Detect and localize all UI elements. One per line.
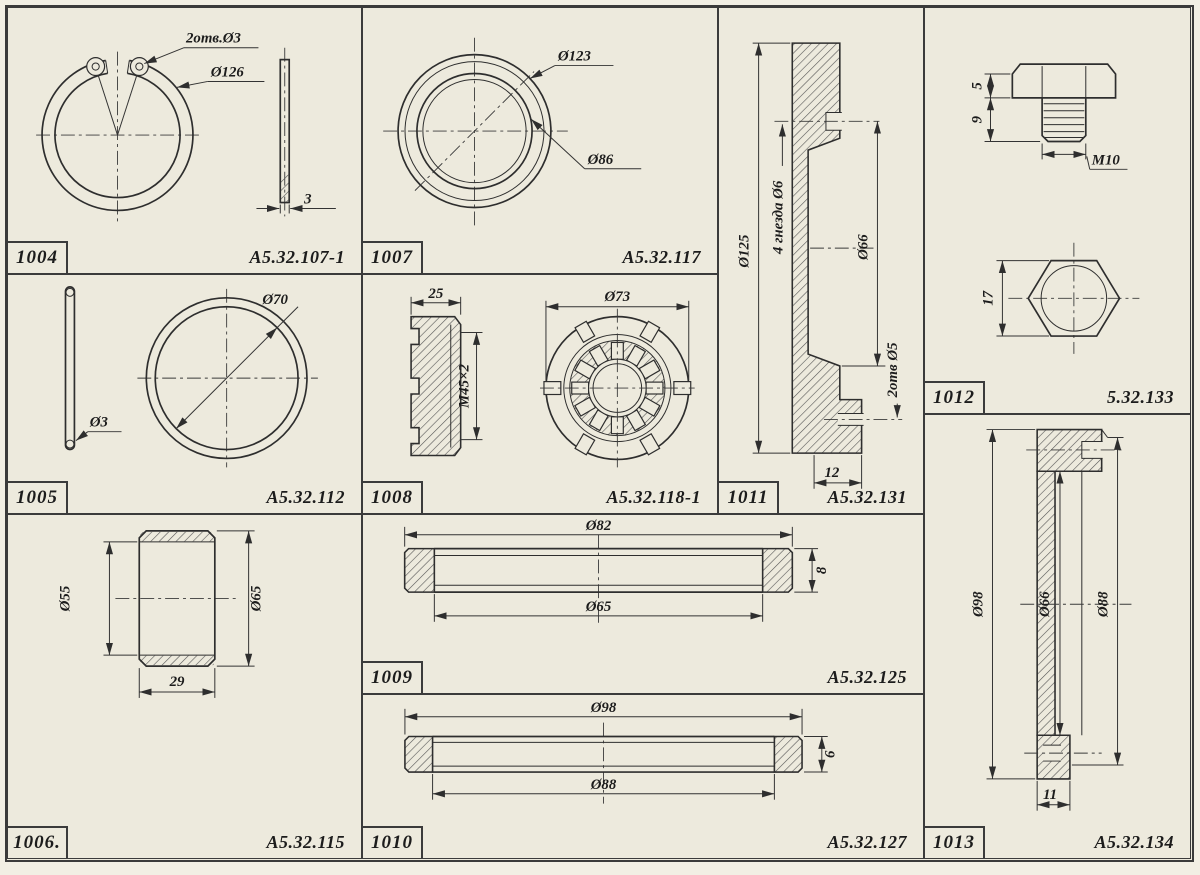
dim-across-flats: 17 [980, 290, 996, 305]
drawing-1007: Ø123 Ø86 [383, 37, 642, 227]
drawing-1013: Ø98 Ø66 Ø88 11 [971, 428, 1132, 811]
drawing-code-1011: А5.32.131 [827, 487, 907, 507]
dim-head-height: 5 [970, 82, 986, 90]
dimensions-1010: Ø98 Ø88 6 [404, 700, 839, 800]
dim-body: Ø88 [1096, 591, 1112, 618]
drawing-code-1010: А5.32.127 [827, 832, 907, 852]
dim-length: 29 [169, 674, 185, 690]
panel-1012: 5 9 М10 17 1012 [924, 7, 1191, 414]
part-number-1009: 1009 [363, 661, 423, 693]
part-number-1007: 1007 [363, 241, 423, 273]
panel-1006: Ø55 Ø65 29 1006. А5.32.115 [7, 514, 362, 859]
wire-side-view: Ø3 [64, 286, 122, 451]
dim-thread: М45×2 [457, 364, 473, 410]
ring-section-view [404, 722, 803, 804]
bolt-hex-view: 17 [980, 242, 1140, 354]
drawing-1006: Ø55 Ø65 29 [58, 530, 265, 698]
panel-1005: Ø3 Ø70 1005 А5.32.112 [7, 274, 362, 514]
drawing-1009: Ø82 Ø65 8 [403, 518, 830, 626]
bushing-section-view [115, 530, 239, 667]
dim-diameter: Ø70 [261, 292, 288, 308]
drawing-sheet: 2отв.Ø3 Ø126 3 1004 А5.32.107-1 [5, 5, 1194, 862]
dimensions-1004: 2отв.Ø3 Ø126 3 [144, 31, 336, 214]
dim-bore: Ø66 [1037, 591, 1053, 618]
dim-height: 8 [814, 566, 830, 574]
dim-outer: Ø73 [604, 289, 631, 305]
dim-thickness: 3 [303, 192, 312, 208]
dim-inner: Ø86 [587, 152, 614, 168]
dim-bore: Ø55 [58, 585, 74, 612]
dimensions-1013: Ø98 Ø66 Ø88 11 [971, 429, 1124, 811]
circlip-side-view [279, 47, 291, 217]
dim-inner: Ø65 [585, 599, 612, 615]
drawing-code-1006: А5.32.115 [266, 832, 345, 852]
part-number-1011: 1011 [719, 481, 779, 513]
flanged-bushing-section [1020, 428, 1132, 780]
ring-front-view [383, 37, 568, 227]
part-number-1005: 1005 [8, 481, 68, 513]
drawing-code-1008: А5.32.118-1 [606, 487, 701, 507]
dim-outer: Ø65 [249, 585, 265, 612]
dim-inner: Ø88 [590, 777, 617, 793]
dim-outer: Ø82 [585, 518, 612, 534]
dim-flange: 12 [824, 465, 839, 481]
part-number-1006: 1006. [8, 826, 68, 858]
dim-wall: 11 [1043, 787, 1057, 803]
drawing-1004: 2отв.Ø3 Ø126 3 [36, 31, 336, 225]
bolt-side-view [1011, 63, 1117, 143]
part-number-1010: 1010 [363, 826, 423, 858]
ring-front-view: Ø70 [137, 288, 318, 468]
dim-wire: Ø3 [89, 415, 109, 431]
panel-1013: Ø98 Ø66 Ø88 11 1013 А5.32.134 [924, 414, 1191, 859]
dimensions-1009: Ø82 Ø65 8 [404, 518, 830, 622]
dim-outer: Ø98 [971, 591, 987, 618]
drawing-1012: 5 9 М10 17 [970, 63, 1140, 354]
drawing-code-1013: А5.32.134 [1094, 832, 1174, 852]
dim-thread: М10 [1091, 152, 1121, 168]
part-number-1008: 1008 [363, 481, 423, 513]
ring-section-view [403, 534, 794, 626]
dim-height: 6 [823, 750, 839, 758]
drawing-code-1007: А5.32.117 [622, 247, 701, 267]
drawing-1008: 25 М45×2 [410, 286, 695, 468]
part-number-1012: 1012 [925, 381, 985, 413]
panel-1009: Ø82 Ø65 8 1009 А5.32.125 [362, 514, 924, 694]
dim-outer: Ø98 [590, 700, 617, 716]
dimensions-1011: Ø125 4 гнезда Ø6 Ø66 2отв Ø5 12 [737, 42, 901, 489]
dim-outer: Ø125 [737, 234, 753, 269]
dimensions-1006: Ø55 Ø65 29 [58, 530, 265, 698]
nut-face-view: Ø73 [540, 289, 695, 468]
drawing-1005: Ø3 Ø70 [64, 286, 318, 468]
dimensions-1007: Ø123 Ø86 [529, 49, 642, 170]
panel-1007: Ø123 Ø86 1007 А5.32.117 [362, 7, 718, 274]
panel-1010: Ø98 Ø88 6 1010 А5.32.127 [362, 694, 924, 859]
part-number-1004: 1004 [8, 241, 68, 273]
panel-1011: Ø125 4 гнезда Ø6 Ø66 2отв Ø5 12 1011 А5.… [718, 7, 924, 514]
panel-1008: 25 М45×2 [362, 274, 718, 514]
part-number-1013: 1013 [925, 826, 985, 858]
drawing-code-1004: А5.32.107-1 [249, 247, 345, 267]
circlip-front-view [36, 51, 203, 225]
drawing-code-1012: 5.32.133 [1107, 387, 1174, 407]
cover-section-view [774, 42, 903, 454]
drawing-code-1005: А5.32.112 [266, 487, 345, 507]
nut-section-view: 25 М45×2 [410, 286, 483, 457]
dim-shank: 9 [970, 115, 986, 123]
dim-outer: Ø123 [557, 49, 592, 65]
dim-holes: 2отв.Ø3 [185, 31, 242, 47]
drawing-1010: Ø98 Ø88 6 [404, 700, 839, 804]
dim-sockets: 4 гнезда Ø6 [770, 180, 786, 255]
dim-middle: Ø66 [856, 234, 872, 261]
dim-outer: Ø126 [210, 64, 245, 80]
drawing-code-1009: А5.32.125 [827, 667, 907, 687]
dimensions-bolt: 5 9 М10 [970, 73, 1128, 170]
drawing-1011: Ø125 4 гнезда Ø6 Ø66 2отв Ø5 12 [737, 42, 903, 489]
dim-width: 25 [427, 286, 443, 302]
panel-1004: 2отв.Ø3 Ø126 3 1004 А5.32.107-1 [7, 7, 362, 274]
dim-holes: 2отв Ø5 [885, 342, 901, 398]
